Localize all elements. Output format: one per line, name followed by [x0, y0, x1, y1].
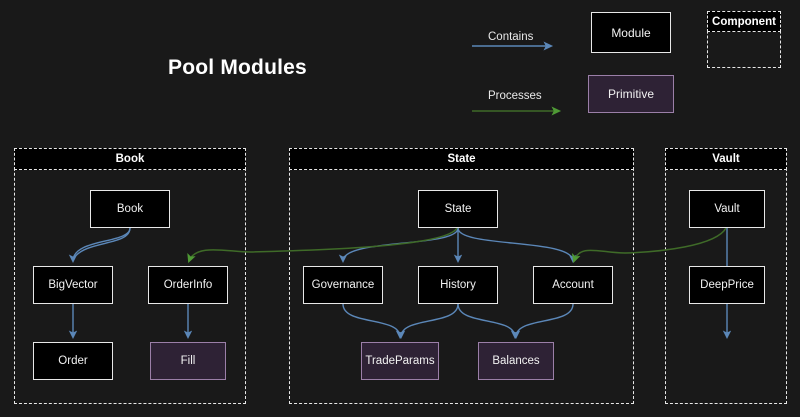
node-state[interactable]: State [418, 190, 498, 228]
node-tradeparams[interactable]: TradeParams [361, 342, 439, 380]
node-governance[interactable]: Governance [303, 266, 383, 304]
node-bigvector[interactable]: BigVector [33, 266, 113, 304]
legend-contains-label: Contains [488, 31, 534, 43]
page-title: Pool Modules [168, 56, 307, 79]
node-orderinfo[interactable]: OrderInfo [148, 266, 228, 304]
node-history[interactable]: History [418, 266, 498, 304]
group-state-label: State [289, 148, 634, 170]
node-vault[interactable]: Vault [689, 190, 765, 228]
legend-module-box: Module [591, 12, 671, 53]
node-fill[interactable]: Fill [150, 342, 226, 380]
node-account[interactable]: Account [533, 266, 613, 304]
node-deepprice[interactable]: DeepPrice [689, 266, 765, 304]
node-book[interactable]: Book [90, 190, 170, 228]
group-vault-label: Vault [665, 148, 787, 170]
legend-component-label: Component [707, 11, 781, 32]
group-book-label: Book [14, 148, 246, 170]
legend-processes-label: Processes [488, 90, 542, 102]
legend-primitive-box: Primitive [588, 75, 674, 113]
node-order[interactable]: Order [33, 342, 113, 380]
node-balances[interactable]: Balances [478, 342, 554, 380]
